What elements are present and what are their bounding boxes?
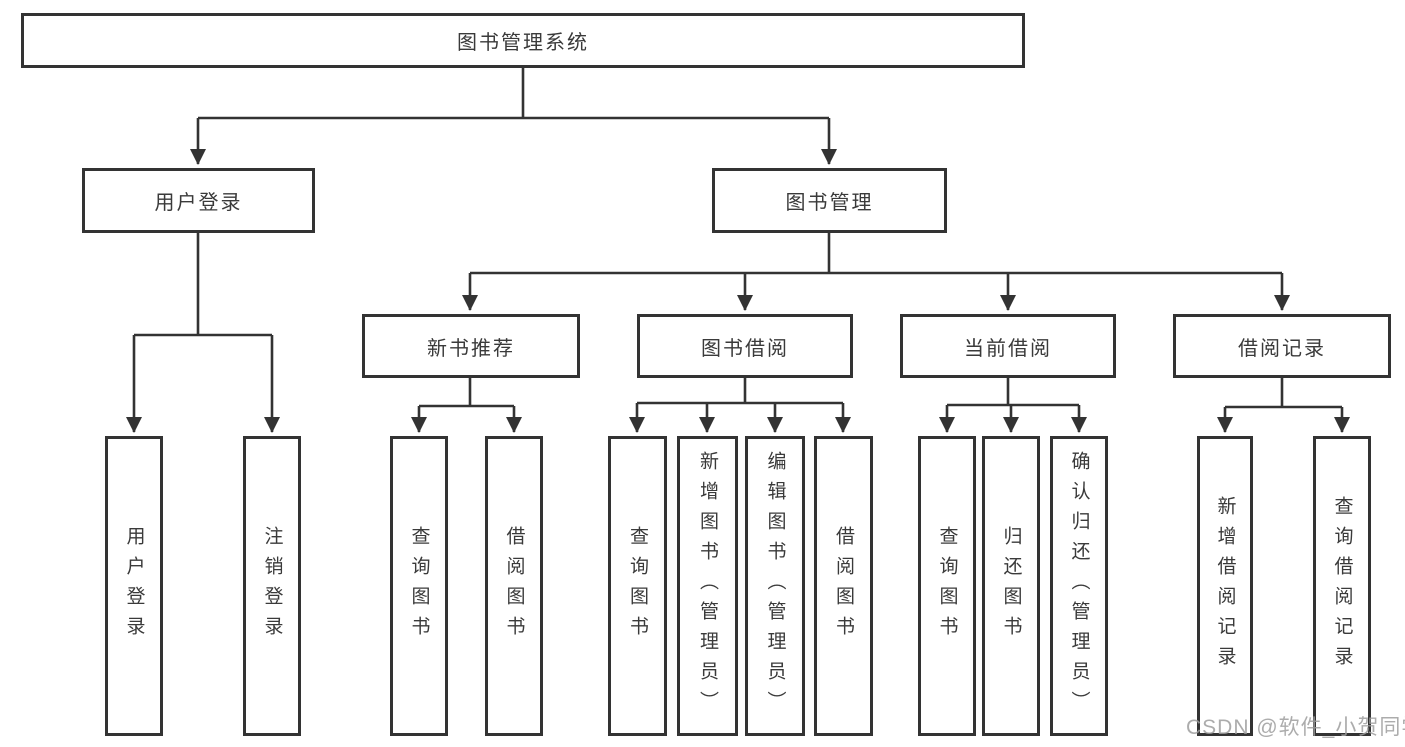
node-new-book-recommend: 新书推荐 — [362, 314, 580, 378]
node-edit-book-admin: 编辑图书（管理员） — [745, 436, 805, 736]
connector-borrowing-records-to-leaves — [1217, 378, 1350, 433]
node-label: 查询图书 — [936, 526, 958, 646]
node-label: 新增借阅记录 — [1214, 496, 1236, 676]
node-label: 借阅图书 — [833, 526, 854, 646]
node-label: 查询图书 — [627, 526, 648, 646]
node-label: 查询借阅记录 — [1331, 496, 1353, 676]
node-return-book: 归还图书 — [982, 436, 1040, 736]
node-label: 用户登录 — [123, 526, 145, 646]
node-label: 当前借阅 — [964, 337, 1052, 360]
node-label: 图书借阅 — [701, 337, 789, 360]
node-book-management: 图书管理 — [712, 168, 947, 233]
node-label: 用户登录 — [154, 192, 243, 214]
node-confirm-return-admin: 确认归还（管理员） — [1050, 436, 1108, 736]
node-label: 借阅记录 — [1238, 337, 1326, 360]
node-label: 借阅图书 — [503, 526, 525, 646]
node-label: 图书管理系统 — [457, 32, 589, 54]
node-root: 图书管理系统 — [21, 13, 1025, 68]
node-user-login: 用户登录 — [82, 168, 315, 233]
node-label: 归还图书 — [1000, 526, 1022, 646]
connector-user-login-to-leaves — [126, 233, 280, 433]
node-label: 新增图书（管理员） — [697, 451, 718, 721]
csdn-watermark: CSDN @软件_小贺同学 — [1186, 716, 1405, 739]
node-label: 编辑图书（管理员） — [764, 451, 786, 721]
connector-book-borrowing-to-leaves — [629, 378, 851, 433]
connector-book-management-to-level3 — [462, 233, 1290, 311]
node-label: 注销登录 — [261, 526, 283, 646]
node-logout: 注销登录 — [243, 436, 301, 736]
node-borrow-book-recommend: 借阅图书 — [485, 436, 543, 736]
node-label: 新书推荐 — [427, 337, 515, 360]
node-query-book-current: 查询图书 — [918, 436, 976, 736]
connector-new-book-recommend-to-leaves — [411, 378, 522, 433]
node-label: 确认归还（管理员） — [1068, 451, 1090, 721]
node-book-borrowing: 图书借阅 — [637, 314, 853, 378]
node-add-borrow-record: 新增借阅记录 — [1197, 436, 1253, 736]
node-current-borrowing: 当前借阅 — [900, 314, 1116, 378]
node-label: 图书管理 — [785, 192, 874, 214]
node-label: 查询图书 — [408, 526, 430, 646]
connector-root-to-level2 — [190, 68, 837, 165]
node-query-book-borrowing: 查询图书 — [608, 436, 667, 736]
connector-current-borrowing-to-leaves — [939, 378, 1087, 433]
node-add-book-admin: 新增图书（管理员） — [677, 436, 738, 736]
node-borrowing-records: 借阅记录 — [1173, 314, 1391, 378]
node-query-borrow-record: 查询借阅记录 — [1313, 436, 1371, 736]
node-borrow-book: 借阅图书 — [814, 436, 873, 736]
node-query-book-recommend: 查询图书 — [390, 436, 448, 736]
node-user-login-action: 用户登录 — [105, 436, 163, 736]
